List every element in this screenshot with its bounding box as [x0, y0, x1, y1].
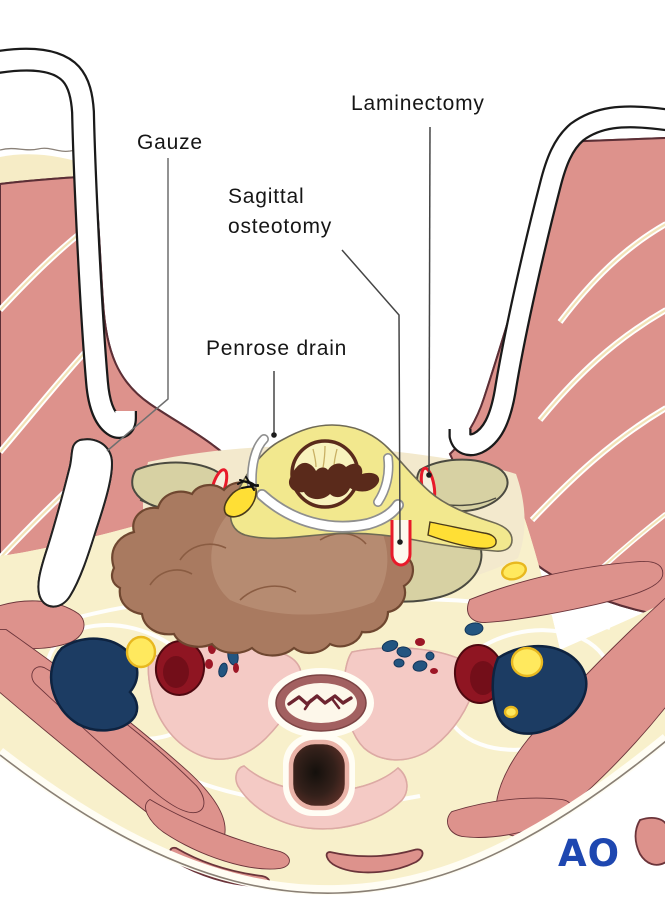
penrose-drain — [246, 434, 404, 533]
label-penrose-drain: Penrose drain — [206, 337, 348, 360]
fat-lobules — [125, 561, 544, 719]
leader-lines — [106, 126, 432, 545]
retractor-right — [448, 105, 665, 457]
laminectomy-leader — [428, 126, 431, 474]
sagittal-osteotomy-leader — [341, 249, 401, 541]
gray-matter — [288, 462, 380, 500]
esophagus — [268, 668, 374, 738]
trachea — [283, 734, 355, 816]
ligature-knot — [237, 476, 259, 491]
skin-silhouette — [0, 734, 665, 896]
gauze-leader — [106, 158, 169, 452]
retractor-left — [0, 47, 137, 439]
nerve-root-right — [427, 521, 497, 550]
gauze-pack — [37, 438, 113, 608]
label-laminectomy: Laminectomy — [351, 92, 485, 115]
vessels — [49, 561, 588, 735]
label-sagittal-osteotomy: Sagittal osteotomy — [228, 185, 333, 238]
nerve-root-left — [223, 486, 257, 518]
spinal-cord — [223, 424, 513, 552]
ao-foundation-logo: AO — [558, 832, 621, 875]
label-gauze: Gauze — [137, 131, 203, 154]
